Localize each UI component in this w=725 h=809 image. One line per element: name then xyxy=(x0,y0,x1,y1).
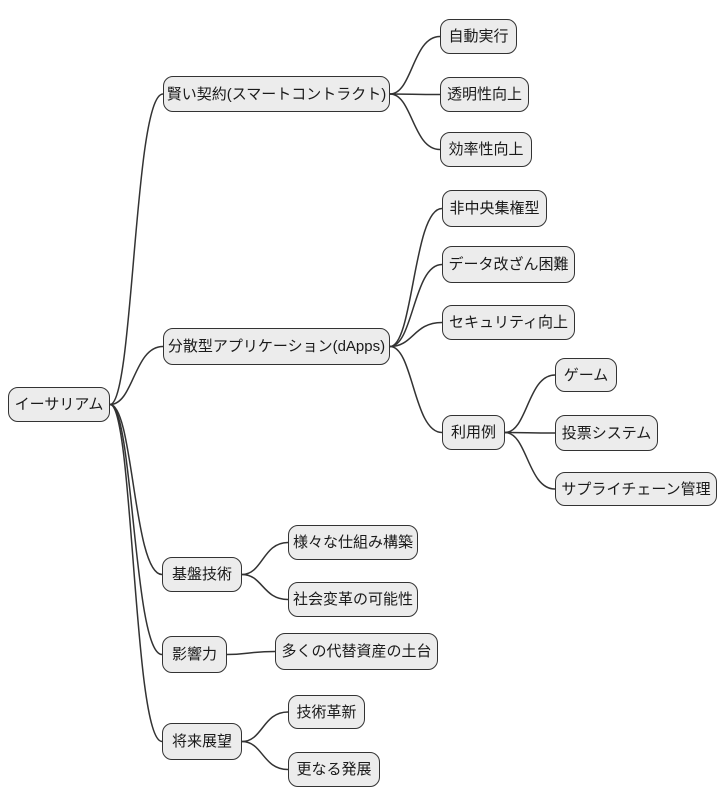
node-smart-contracts: 賢い契約(スマートコントラクト) xyxy=(163,76,390,112)
node-mechanism-building: 様々な仕組み構築 xyxy=(288,525,418,560)
edge-connector xyxy=(504,374,556,434)
edge-connector xyxy=(241,573,289,601)
edge-connector xyxy=(504,431,556,434)
edge-connector xyxy=(389,207,443,348)
node-use-cases: 利用例 xyxy=(442,415,505,450)
edge-connector xyxy=(241,740,289,771)
node-efficiency: 効率性向上 xyxy=(440,132,532,167)
edge-connector xyxy=(226,650,276,656)
edge-connector xyxy=(109,93,164,406)
edge-connector xyxy=(109,403,163,743)
node-tamper-resistance: データ改ざん困難 xyxy=(442,246,575,283)
node-tech-innovation: 技術革新 xyxy=(288,695,365,729)
edge-connector xyxy=(389,263,443,348)
edge-connector xyxy=(389,93,441,151)
node-games: ゲーム xyxy=(555,358,617,392)
edge-connector xyxy=(109,345,164,406)
node-supply-chain: サプライチェーン管理 xyxy=(555,472,717,506)
edge-connector xyxy=(389,35,441,95)
edge-connector xyxy=(389,321,443,348)
edge-connector xyxy=(109,403,163,656)
node-asset-foundation: 多くの代替資産の土台 xyxy=(275,633,438,670)
node-security: セキュリティ向上 xyxy=(442,305,575,340)
edge-connector xyxy=(504,431,556,490)
edge-connector xyxy=(241,541,289,576)
node-dapps: 分散型アプリケーション(dApps) xyxy=(163,328,390,365)
node-influence: 影響力 xyxy=(162,636,227,673)
node-further-development: 更なる発展 xyxy=(288,752,380,787)
edge-connector xyxy=(389,345,443,434)
node-ethereum: イーサリアム xyxy=(8,387,110,422)
node-transparency: 透明性向上 xyxy=(440,77,529,112)
node-voting-system: 投票システム xyxy=(555,415,658,451)
node-social-change: 社会変革の可能性 xyxy=(288,582,418,617)
edge-connector xyxy=(241,711,289,743)
node-foundation-tech: 基盤技術 xyxy=(162,557,242,592)
node-auto-execution: 自動実行 xyxy=(440,19,517,54)
edge-connector xyxy=(109,403,163,576)
node-future-outlook: 将来展望 xyxy=(162,723,242,760)
node-decentralized: 非中央集権型 xyxy=(442,190,547,227)
edge-connector xyxy=(389,93,441,96)
